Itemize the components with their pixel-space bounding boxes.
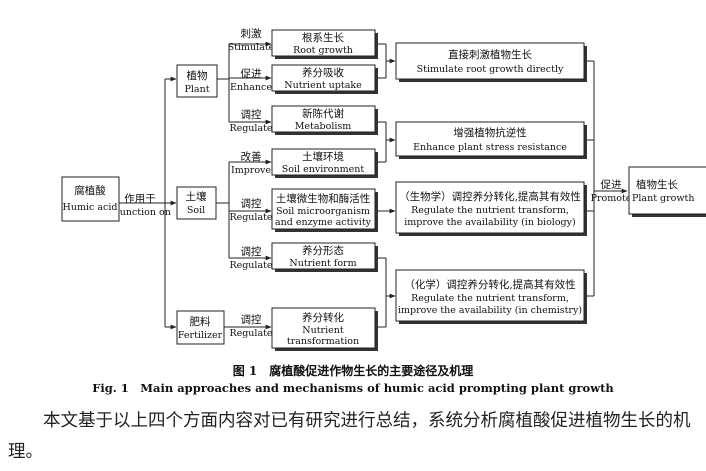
node-stress-resistance-zh: 增强植物抗逆性 bbox=[453, 126, 527, 139]
node-humic-acid: 腐植酸 Humic acid bbox=[61, 176, 120, 222]
node-soil-en: Soil bbox=[187, 205, 205, 216]
node-chem-regulate-en1: Regulate the nutrient transform, bbox=[411, 293, 569, 304]
node-nutrient-uptake-zh: 养分吸收 bbox=[302, 66, 344, 79]
node-soil-microorganism-en1: Soil microorganism bbox=[276, 206, 370, 217]
node-stimulate-directly: 直接刺激植物生长 Stimulate root growth directly bbox=[395, 42, 587, 82]
node-soil-microorganism-en2: and enzyme activity bbox=[275, 217, 372, 228]
node-metabolism: 新陈代谢 Metabolism bbox=[271, 105, 378, 135]
node-plant: 植物 Plant bbox=[176, 64, 218, 98]
node-nutrient-form-en: Nutrient form bbox=[289, 258, 356, 269]
node-nutrient-transformation-zh: 养分转化 bbox=[302, 311, 344, 324]
node-plant-growth-zh: 植物生长 bbox=[636, 178, 678, 191]
node-stimulate-directly-en: Stimulate root growth directly bbox=[417, 64, 564, 75]
mechanism-flowchart: 作用于 Function on 刺激 Stimulate 促进 Enhance … bbox=[61, 27, 706, 351]
node-soil-environment: 土壤环境 Soil environment bbox=[271, 148, 378, 178]
node-soil: 土壤 Soil bbox=[176, 186, 217, 220]
figure-caption-en: Fig. 1 Main approaches and mechanisms of… bbox=[92, 381, 614, 395]
node-soil-environment-en: Soil environment bbox=[282, 164, 365, 175]
node-chem-regulate-zh: （化学）调控养分转化,提高其有效性 bbox=[404, 278, 575, 291]
node-soil-zh: 土壤 bbox=[186, 190, 207, 203]
node-humic-acid-zh: 腐植酸 bbox=[74, 184, 106, 197]
node-root-growth: 根系生长 Root growth bbox=[271, 29, 378, 59]
node-soil-microorganism: 土壤微生物和酶活性 Soil microorganism and enzyme … bbox=[271, 188, 378, 232]
edge-regulate-form-zh: 调控 bbox=[241, 245, 262, 258]
edge-regulate-metabolism-en: Regulate bbox=[229, 123, 272, 134]
node-fertilizer-zh: 肥料 bbox=[190, 315, 211, 328]
edge-improve-zh: 改善 bbox=[241, 150, 262, 163]
node-nutrient-uptake: 养分吸收 Nutrient uptake bbox=[271, 64, 378, 94]
node-nutrient-uptake-en: Nutrient uptake bbox=[284, 80, 362, 91]
node-stress-resistance-en: Enhance plant stress resistance bbox=[413, 142, 567, 153]
figure-caption-zh: 图 1 腐植酸促进作物生长的主要途径及机理 bbox=[232, 364, 474, 378]
node-nutrient-form-zh: 养分形态 bbox=[302, 244, 344, 257]
node-bio-regulate: （生物学）调控养分转化,提高其有效性 Regulate the nutrient… bbox=[395, 181, 587, 236]
edge-stimulate-zh: 刺激 bbox=[241, 27, 262, 40]
node-fertilizer-en: Fertilizer bbox=[178, 330, 223, 341]
connectors bbox=[119, 41, 628, 330]
node-root-growth-zh: 根系生长 bbox=[302, 31, 344, 44]
edge-function-on-zh: 作用于 bbox=[124, 193, 156, 205]
node-soil-microorganism-zh: 土壤微生物和酶活性 bbox=[276, 192, 371, 205]
edge-regulate-form-en: Regulate bbox=[229, 260, 272, 271]
edge-function-on-en: Function on bbox=[113, 207, 171, 218]
node-bio-regulate-en1: Regulate the nutrient transform, bbox=[411, 205, 569, 216]
node-nutrient-transformation: 养分转化 Nutrient transformation bbox=[271, 307, 378, 351]
node-chem-regulate-en2: improve the availability (in chemistry) bbox=[398, 305, 582, 316]
node-soil-environment-zh: 土壤环境 bbox=[302, 150, 344, 163]
node-fertilizer: 肥料 Fertilizer bbox=[176, 310, 225, 345]
node-plant-en: Plant bbox=[184, 84, 209, 95]
node-plant-zh: 植物 bbox=[187, 69, 208, 82]
edge-regulate-micro-zh: 调控 bbox=[241, 197, 262, 210]
node-nutrient-transformation-en2: transformation bbox=[287, 336, 359, 347]
edge-promote-en: Promote bbox=[591, 193, 632, 204]
edge-promote-zh: 促进 bbox=[601, 178, 622, 191]
node-nutrient-form: 养分形态 Nutrient form bbox=[271, 242, 378, 272]
edge-regulate-micro-en: Regulate bbox=[229, 212, 272, 223]
edge-regulate-fert-en: Regulate bbox=[229, 328, 272, 339]
node-stress-resistance: 增强植物抗逆性 Enhance plant stress resistance bbox=[395, 121, 587, 159]
edge-enhance-en: Enhance bbox=[230, 82, 272, 93]
edge-regulate-metabolism-zh: 调控 bbox=[241, 108, 262, 121]
node-chem-regulate: （化学）调控养分转化,提高其有效性 Regulate the nutrient … bbox=[395, 269, 587, 324]
edge-labels: 作用于 Function on 刺激 Stimulate 促进 Enhance … bbox=[113, 27, 632, 339]
node-metabolism-zh: 新陈代谢 bbox=[302, 107, 344, 120]
node-plant-growth-en: Plant growth bbox=[632, 193, 694, 204]
node-metabolism-en: Metabolism bbox=[295, 121, 352, 132]
edge-enhance-zh: 促进 bbox=[241, 67, 262, 80]
node-nutrient-transformation-en1: Nutrient bbox=[302, 325, 344, 336]
node-humic-acid-en: Humic acid bbox=[63, 202, 118, 213]
node-plant-growth: 植物生长 Plant growth bbox=[628, 166, 706, 217]
body-paragraph: 本文基于以上四个方面内容对已有研究进行总结，系统分析腐植酸促进植物生长的机理。 bbox=[8, 411, 691, 462]
edge-stimulate-en: Stimulate bbox=[228, 42, 275, 53]
node-root-growth-en: Root growth bbox=[293, 45, 353, 56]
node-bio-regulate-en2: improve the availability (in biology) bbox=[404, 217, 575, 228]
edge-improve-en: Improve bbox=[231, 165, 271, 176]
node-stimulate-directly-zh: 直接刺激植物生长 bbox=[448, 48, 532, 61]
edge-regulate-fert-zh: 调控 bbox=[241, 313, 262, 326]
node-bio-regulate-zh: （生物学）调控养分转化,提高其有效性 bbox=[399, 190, 581, 203]
